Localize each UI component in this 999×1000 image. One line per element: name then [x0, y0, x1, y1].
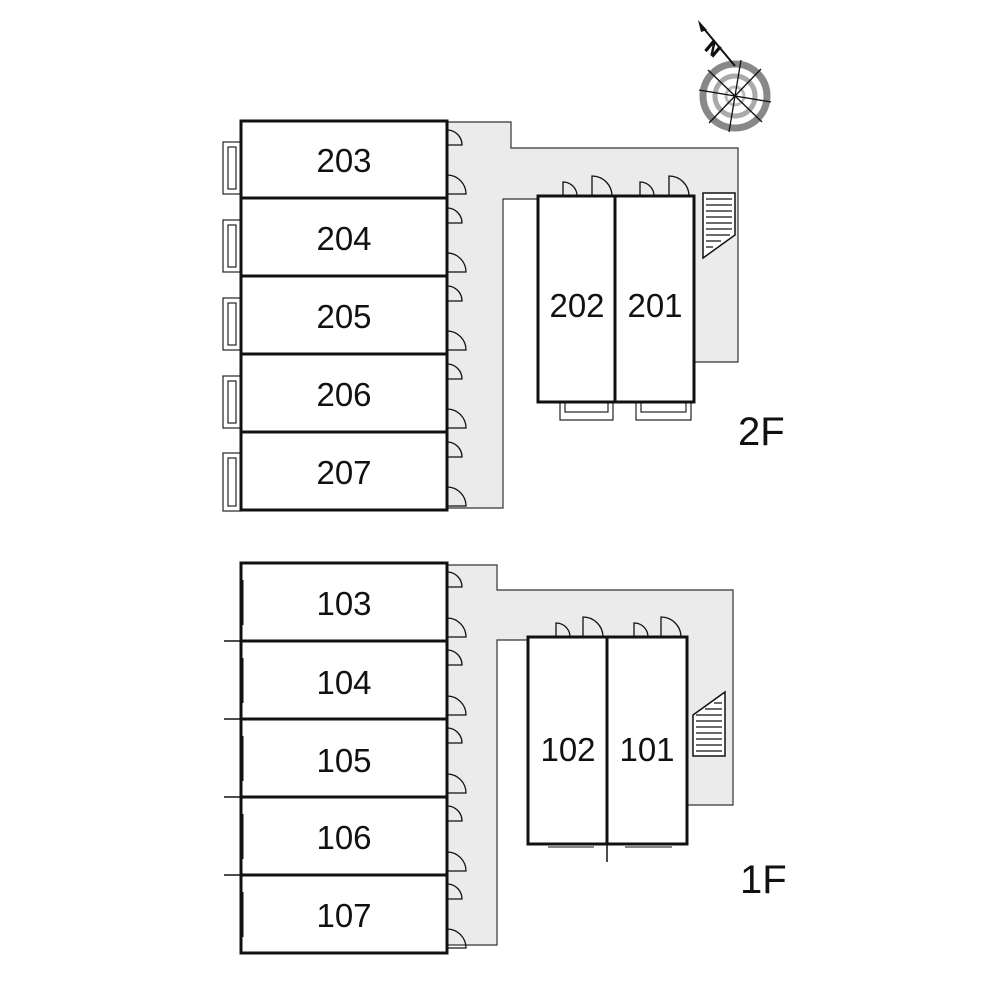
unit-label-105: 105 [316, 742, 371, 779]
unit-107 [239, 873, 449, 955]
doors-east-2f [562, 175, 690, 197]
units-west-2f [239, 119, 449, 512]
stairs-icon [692, 690, 726, 757]
doors-west-1f [446, 571, 467, 949]
balconies-2f-south [559, 401, 692, 421]
unit-label-107: 107 [316, 897, 371, 934]
unit-206 [239, 352, 449, 434]
unit-label-202: 202 [549, 287, 604, 324]
unit-203 [239, 119, 449, 200]
units-east-1f [526, 635, 689, 846]
north-label: N [700, 37, 725, 63]
unit-202 [536, 194, 617, 404]
unit-label-104: 104 [316, 664, 371, 701]
unit-label-206: 206 [316, 376, 371, 413]
unit-label-207: 207 [316, 454, 371, 491]
floor-1f: 103 104 105 106 107 102 101 1F [224, 561, 787, 955]
units-east-2f [536, 194, 696, 404]
unit-label-103: 103 [316, 585, 371, 622]
compass-rose-icon [698, 20, 772, 133]
doors-east-1f [555, 616, 682, 638]
doors-west-2f [446, 129, 467, 507]
unit-label-201: 201 [627, 287, 682, 324]
stairs-icon [702, 192, 736, 260]
units-west-1f [239, 561, 449, 955]
unit-204 [239, 196, 449, 278]
unit-label-203: 203 [316, 142, 371, 179]
unit-label-106: 106 [316, 819, 371, 856]
wall-ticks-1f [224, 580, 244, 937]
unit-label-101: 101 [619, 731, 674, 768]
unit-label-102: 102 [540, 731, 595, 768]
floor-label-1f: 1F [740, 858, 787, 902]
unit-101 [605, 635, 689, 846]
floor-label-2f: 2F [738, 410, 785, 454]
unit-207 [239, 430, 449, 512]
unit-label-205: 205 [316, 298, 371, 335]
unit-102 [526, 635, 609, 846]
unit-201 [613, 194, 696, 404]
floor-2f: 203 204 205 206 207 202 201 2F [222, 119, 785, 512]
unit-label-204: 204 [316, 220, 371, 257]
balconies-2f [222, 141, 242, 512]
